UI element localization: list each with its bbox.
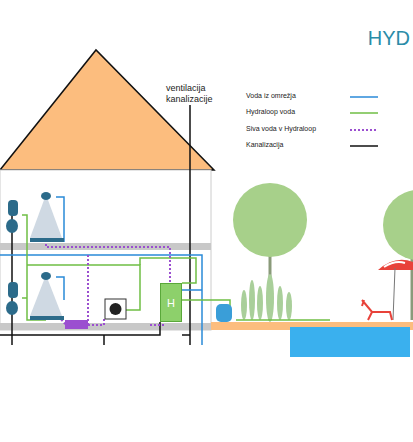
toilet: [6, 200, 18, 315]
greywater-pipes: [46, 240, 170, 325]
unit-label: H: [167, 297, 175, 309]
legend-text: Kanalizacija: [246, 141, 283, 148]
legend-text: Voda iz omrežja: [246, 92, 296, 99]
hydraloop-unit: H: [160, 283, 182, 322]
tree: [233, 183, 307, 257]
rain-tank: [216, 304, 232, 322]
washing-machine: [105, 299, 126, 319]
roof: [0, 50, 214, 170]
legend-samples: [350, 97, 378, 146]
vent-label: ventilacija kanalizacije: [166, 83, 226, 105]
pool: [290, 327, 410, 357]
mains-pipes: [0, 197, 202, 345]
legend-text: Siva voda v Hydraloop: [246, 125, 316, 132]
umbrella: [378, 260, 413, 270]
logo-text: HYD: [368, 26, 410, 50]
sewer-pipes: [0, 100, 190, 345]
shrubs: [241, 274, 292, 322]
legend-text: Hydraloop voda: [246, 108, 295, 115]
tree-trunk: [411, 250, 413, 320]
pump-box: [65, 320, 88, 329]
wall: [0, 170, 211, 330]
deck-chair: [362, 300, 392, 320]
floor-slab: [0, 323, 211, 330]
floor-slab: [0, 243, 211, 250]
tree: [383, 190, 413, 260]
shower: [30, 192, 64, 320]
